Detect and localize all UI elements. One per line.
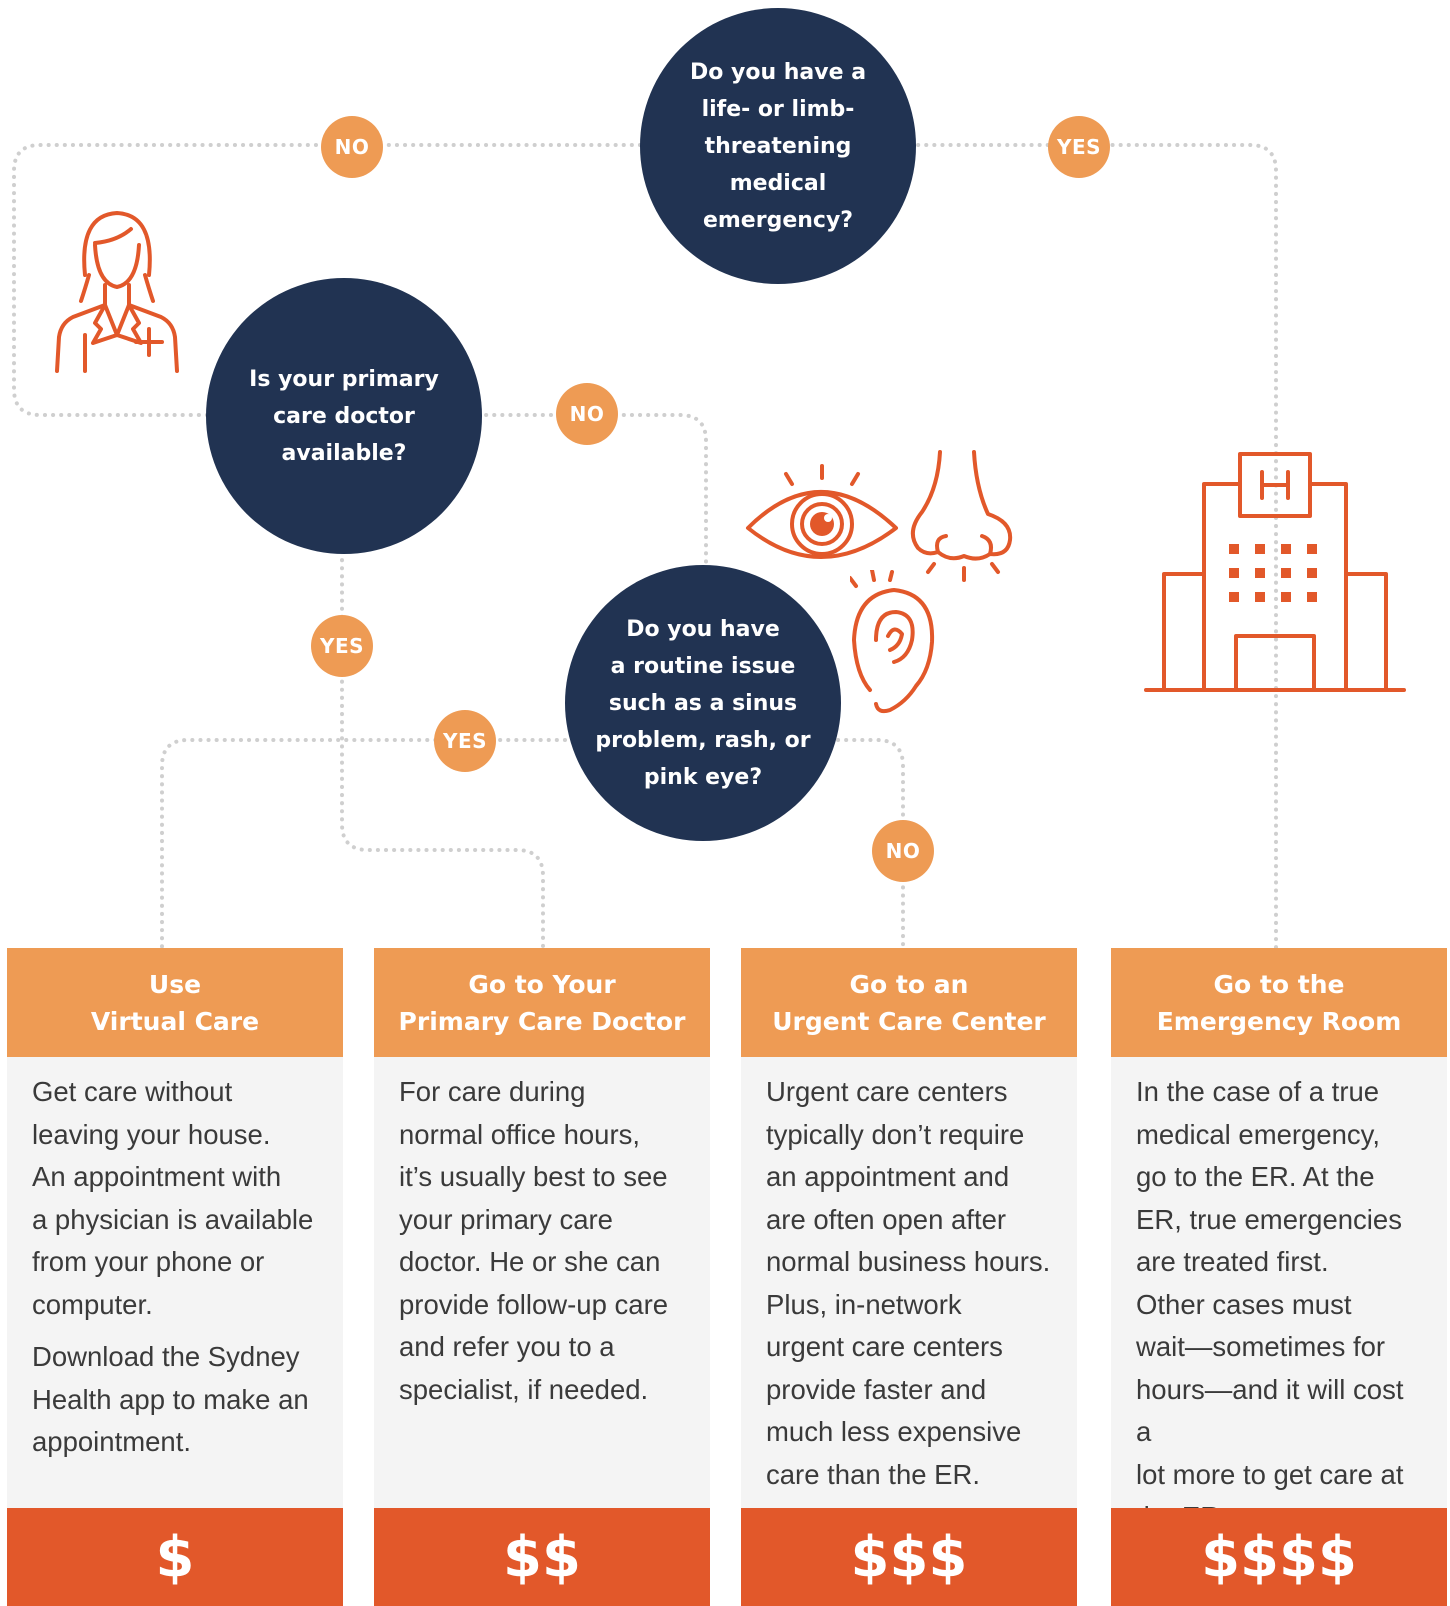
connector-q3-yes (160, 738, 567, 950)
card-emergency-room-body-p1: In the case of a true medical emergency,… (1136, 1076, 1404, 1532)
question-primary-care-text: Is your primary care doctor available? (249, 366, 439, 466)
badge-emergency-no: NO (321, 116, 383, 178)
question-routine-issue-text: Do you have a routine issue such as a si… (595, 616, 811, 790)
connector-q1-yes (908, 143, 1278, 950)
card-primary-care-title: Go to Your Primary Care Doctor (374, 948, 710, 1057)
connector-q3-no (836, 738, 905, 950)
badge-routine-yes: YES (434, 710, 496, 772)
ear-icon (850, 570, 935, 714)
question-routine-issue: Do you have a routine issue such as a si… (565, 565, 841, 841)
badge-emergency-yes: YES (1048, 116, 1110, 178)
card-primary-care: Go to Your Primary Care Doctor For care … (374, 948, 710, 1606)
card-urgent-care-body-p1: Urgent care centers typically don’t requ… (766, 1076, 1051, 1490)
card-primary-care-body: For care during normal office hours, it’… (374, 1057, 710, 1411)
card-urgent-care-cost: $$$ (741, 1508, 1077, 1606)
badge-primary-care-no: NO (556, 383, 618, 445)
connector-q2-no (476, 413, 708, 570)
card-emergency-room-cost: $$$$ (1111, 1508, 1447, 1606)
doctor-icon (55, 211, 179, 373)
connector-q1-no (12, 143, 642, 417)
card-virtual-care-body-p1: Get care without leaving your house. An … (32, 1076, 314, 1320)
card-virtual-care-body: Get care without leaving your house. An … (7, 1057, 343, 1464)
question-emergency-text: Do you have a life- or limb- threatening… (689, 59, 867, 233)
card-emergency-room-body: In the case of a true medical emergency,… (1111, 1057, 1447, 1539)
question-primary-care: Is your primary care doctor available? (206, 278, 482, 554)
card-emergency-room-title: Go to the Emergency Room (1111, 948, 1447, 1057)
card-virtual-care-title-text: Use Virtual Care (90, 969, 260, 1036)
hospital-icon (1144, 452, 1406, 692)
nose-icon (910, 450, 1013, 582)
card-urgent-care: Go to an Urgent Care Center Urgent care … (741, 948, 1077, 1606)
card-urgent-care-title: Go to an Urgent Care Center (741, 948, 1077, 1057)
eye-icon (746, 464, 898, 559)
badge-primary-care-yes: YES (311, 615, 373, 677)
card-urgent-care-title-text: Go to an Urgent Care Center (772, 969, 1046, 1036)
card-primary-care-title-text: Go to Your Primary Care Doctor (398, 969, 686, 1036)
card-primary-care-body-p1: For care during normal office hours, it’… (399, 1076, 669, 1405)
card-virtual-care-body-p2: Download the Sydney Health app to make a… (32, 1341, 309, 1457)
badge-routine-no: NO (872, 820, 934, 882)
card-virtual-care-cost: $ (7, 1508, 343, 1606)
card-virtual-care-title: Use Virtual Care (7, 948, 343, 1057)
card-primary-care-cost: $$ (374, 1508, 710, 1606)
connector-q2-yes (340, 550, 545, 950)
card-virtual-care: Use Virtual Care Get care without leavin… (7, 948, 343, 1606)
card-emergency-room-title-text: Go to the Emergency Room (1156, 969, 1402, 1036)
question-emergency: Do you have a life- or limb- threatening… (640, 8, 916, 284)
card-emergency-room: Go to the Emergency Room In the case of … (1111, 948, 1447, 1606)
card-urgent-care-body: Urgent care centers typically don’t requ… (741, 1057, 1077, 1496)
